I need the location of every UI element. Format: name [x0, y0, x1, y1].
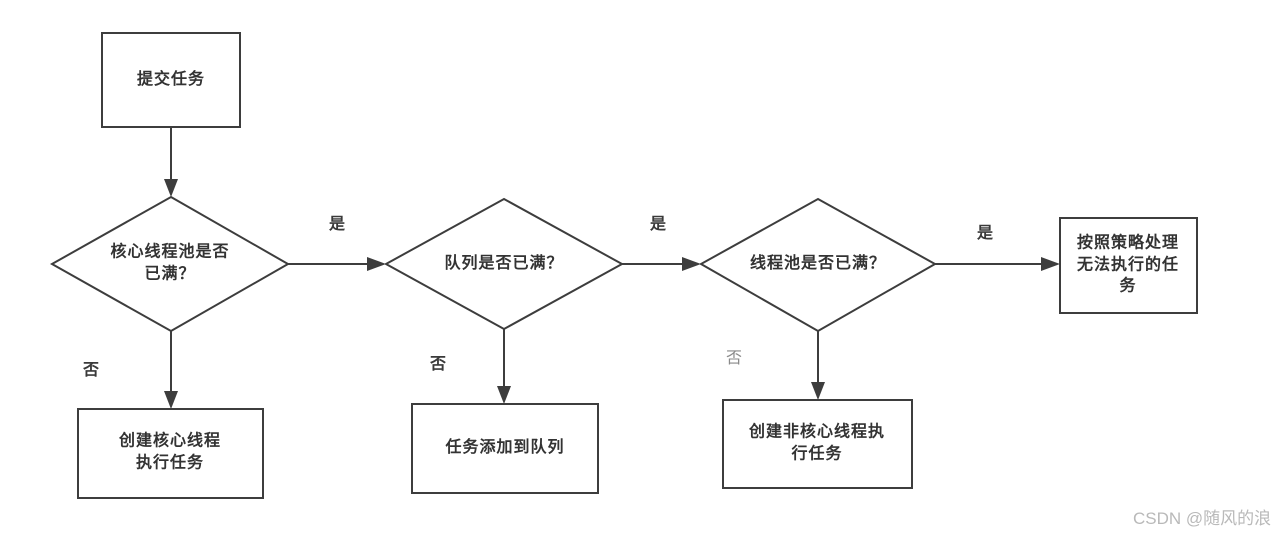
reject-policy-box: [1059, 217, 1198, 314]
csdn-watermark: CSDN @随风的浪: [1133, 509, 1272, 528]
arrowhead-pool-no-to-create-noncore: [811, 382, 825, 400]
node-label-create-core-thread: 创建核心线程 执行任务: [118, 432, 221, 471]
node-label-core-pool-full: 核心线程池是否 已满？: [110, 243, 230, 282]
arrowhead-pool-yes-to-reject: [1041, 257, 1060, 271]
arrowhead-corepool-no-to-create-core: [164, 391, 178, 409]
edge-label-yes-queue: 是: [649, 216, 667, 233]
create-noncore-thread-box: [722, 399, 913, 489]
arrowhead-submit-to-corepool: [164, 179, 178, 197]
edge-label-yes-pool: 是: [976, 225, 994, 242]
node-label-add-task-to-queue: 任务添加到队列: [445, 439, 565, 457]
edge-label-no-corepool: 否: [82, 362, 100, 379]
arrowhead-queue-no-to-add-queue: [497, 386, 511, 404]
arrowhead-queue-yes-to-pool: [682, 257, 701, 271]
edge-label-no-pool: 否: [725, 350, 743, 367]
create-core-thread-box: [77, 408, 264, 499]
arrowhead-corepool-yes-to-queue: [367, 257, 386, 271]
submit-task-box: [101, 32, 241, 128]
edge-label-yes-corepool: 是: [328, 216, 346, 233]
node-label-pool-full: 线程池是否已满？: [749, 255, 886, 273]
edge-label-no-queue: 否: [429, 356, 447, 373]
add-task-to-queue-box: [411, 403, 599, 494]
node-label-reject-policy: 按照策略处理 无法执行的任 务: [1076, 234, 1179, 295]
node-label-create-noncore-thread: 创建非核心线程执 行任务: [748, 423, 885, 462]
node-label-queue-full: 队列是否已满？: [444, 255, 564, 273]
node-label-submit-task: 提交任务: [136, 71, 206, 89]
